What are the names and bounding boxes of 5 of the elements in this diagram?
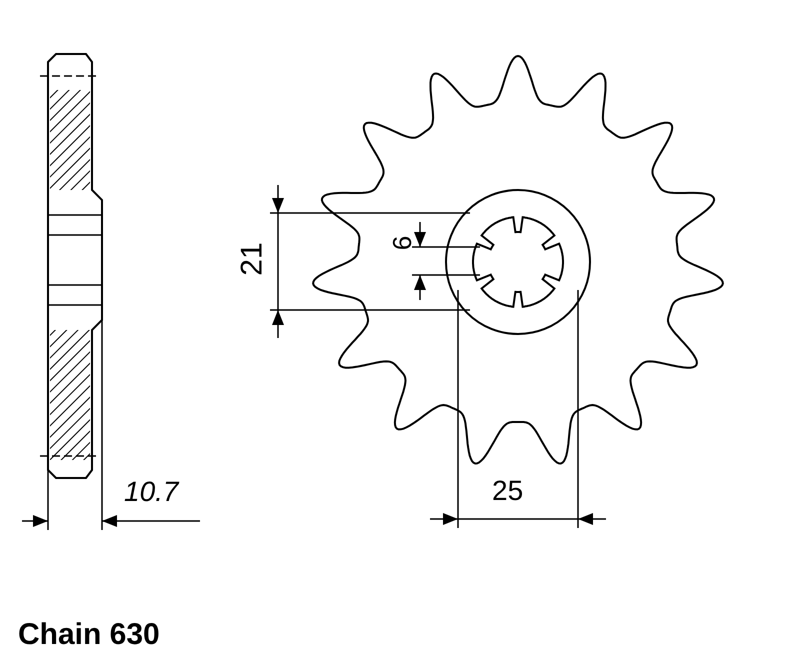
chain-size-label: Chain 630	[18, 620, 160, 650]
dimension-value: 21	[238, 242, 268, 276]
dimension-value: 10.7	[124, 478, 178, 506]
dimension-value: 6	[389, 236, 416, 250]
dimension-value: 25	[492, 477, 524, 505]
